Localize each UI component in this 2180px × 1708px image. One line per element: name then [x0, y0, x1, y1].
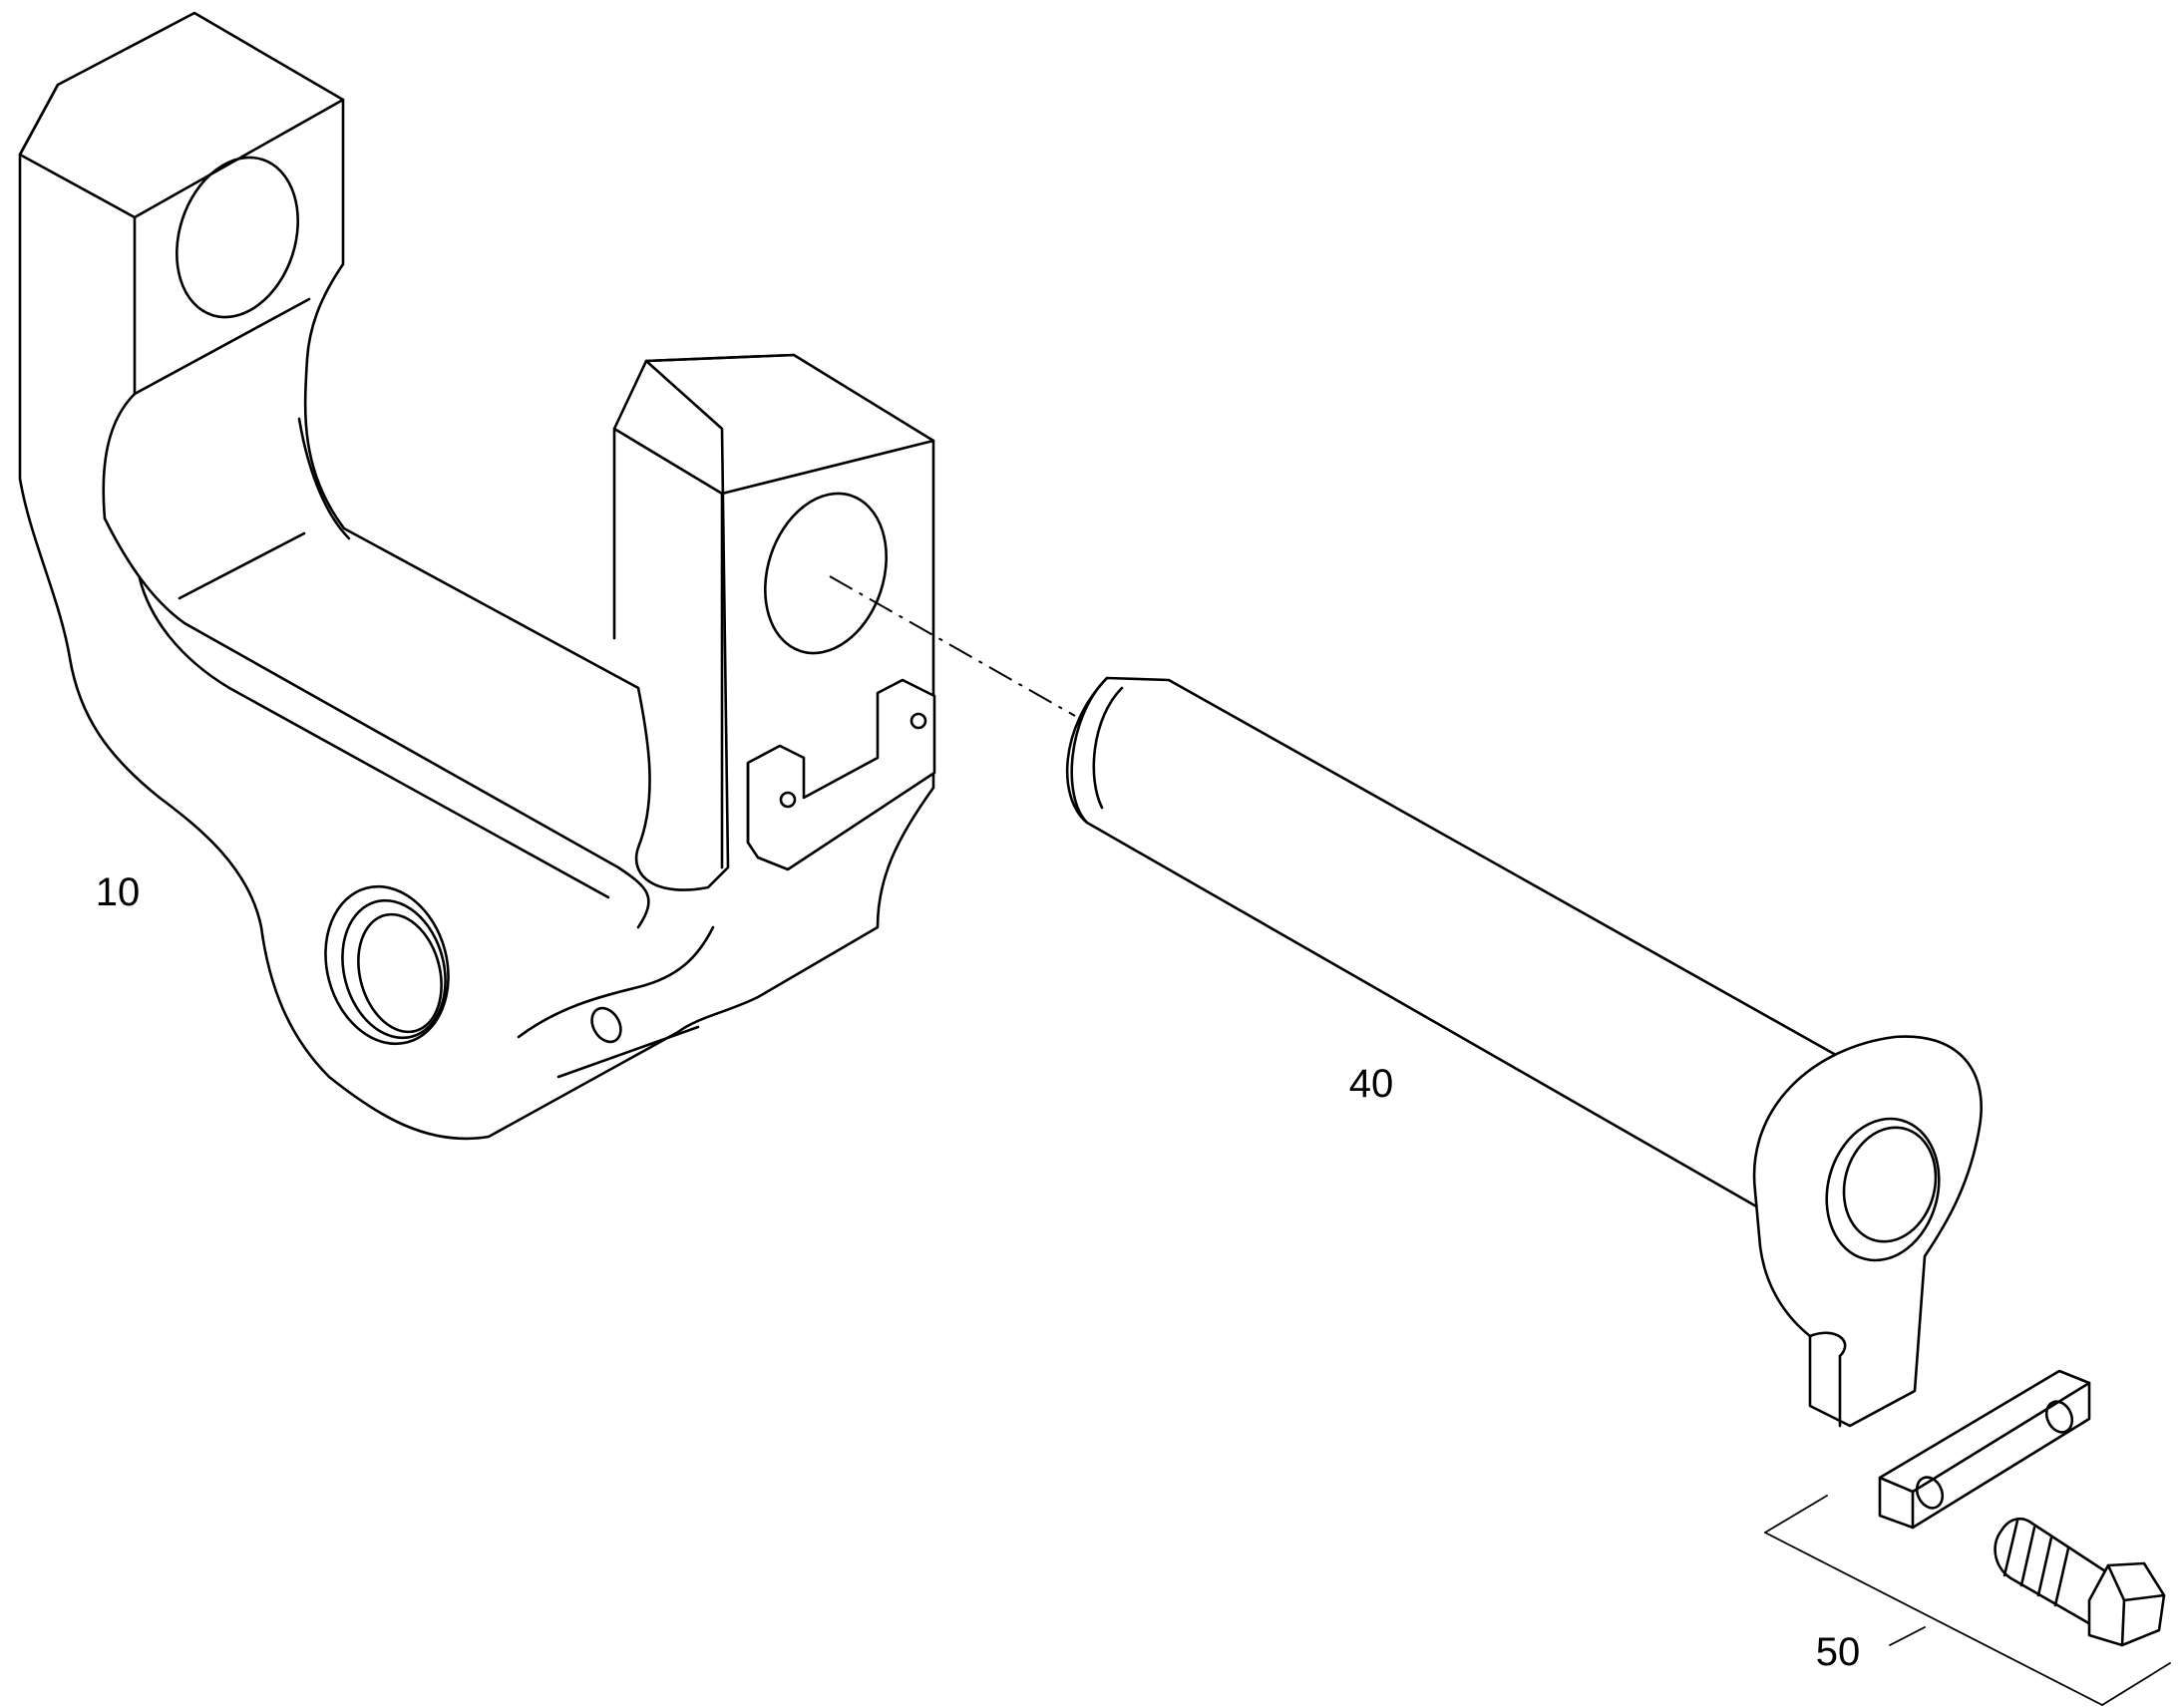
callout-50-bracket: [1764, 1495, 2171, 1706]
bracket-part: [18, 11, 936, 1141]
callout-label-10: 10: [96, 870, 141, 914]
callout-label-50: 50: [1816, 1630, 1861, 1674]
centerline: [829, 575, 1076, 717]
pin-part: [1065, 676, 1983, 1428]
bolt-part: [1994, 1517, 2166, 1647]
retainer-plate-part: [1878, 1369, 2091, 1530]
callout-label-40: 40: [1349, 1062, 1394, 1106]
